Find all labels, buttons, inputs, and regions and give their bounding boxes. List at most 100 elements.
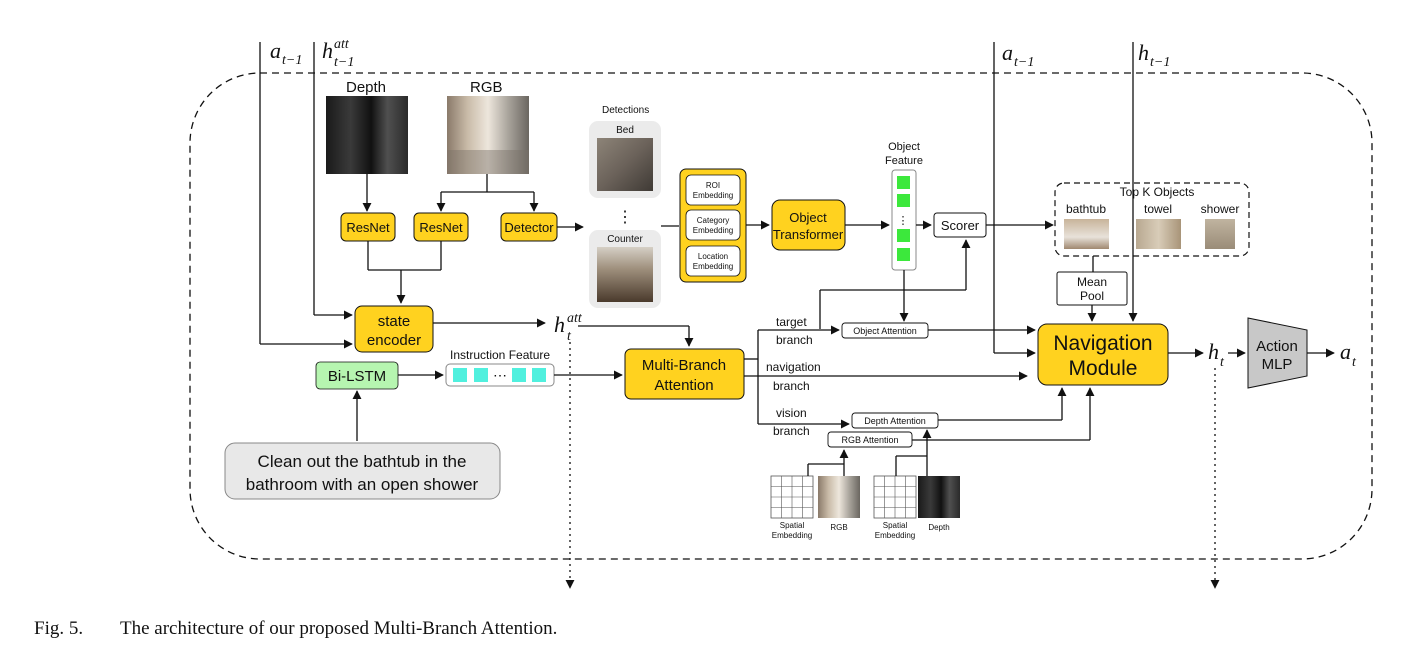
svg-text:⋯: ⋯	[493, 367, 507, 383]
svg-text:state: state	[378, 313, 411, 330]
depth-label: Depth	[346, 79, 386, 96]
svg-text:t: t	[1352, 355, 1357, 370]
svg-text:Module: Module	[1069, 357, 1138, 380]
svg-text:h: h	[322, 38, 333, 63]
svg-text:towel: towel	[1144, 202, 1172, 216]
svg-text:MLP: MLP	[1262, 356, 1293, 373]
svg-text:Embedding: Embedding	[693, 262, 733, 271]
svg-text:Clean out the bathtub in the: Clean out the bathtub in the	[258, 452, 467, 471]
svg-text:Pool: Pool	[1080, 289, 1104, 303]
svg-text:a: a	[1340, 339, 1351, 364]
svg-text:branch: branch	[776, 333, 813, 347]
svg-text:Navigation: Navigation	[1053, 332, 1152, 355]
roi-embedding	[685, 174, 741, 206]
svg-text:att: att	[334, 37, 350, 52]
svg-text:encoder: encoder	[367, 332, 421, 349]
svg-text:Bed: Bed	[616, 125, 634, 136]
category-embedding	[685, 209, 741, 241]
svg-text:Object Attention: Object Attention	[853, 326, 917, 336]
topk-towel-image	[1136, 219, 1181, 249]
svg-text:Action: Action	[1256, 338, 1298, 355]
svg-text:t−1: t−1	[1014, 55, 1034, 70]
instruction-feature-label: Instruction Feature	[450, 348, 550, 362]
svg-text:bathroom with an open shower: bathroom with an open shower	[246, 475, 479, 494]
svg-text:Embedding: Embedding	[693, 226, 733, 235]
svg-text:Category: Category	[697, 216, 729, 225]
svg-text:Embedding: Embedding	[693, 191, 733, 200]
detections-title: Detections	[602, 105, 649, 116]
navigation-module	[1037, 323, 1169, 386]
input-a-prev-right: a t−1	[1002, 40, 1034, 70]
svg-text:a: a	[270, 38, 281, 63]
svg-text:Location: Location	[698, 252, 728, 261]
h-t-output: h t	[1208, 339, 1225, 370]
spatial-embedding-rgb	[770, 475, 814, 519]
rgb-label: RGB	[470, 79, 503, 96]
svg-text:Multi-Branch: Multi-Branch	[642, 357, 726, 374]
topk-shower-image	[1205, 219, 1235, 249]
input-a-prev-left: a t−1	[270, 38, 302, 68]
svg-text:Transformer: Transformer	[773, 227, 844, 242]
svg-text:Depth Attention: Depth Attention	[864, 416, 926, 426]
input-h-att-prev: h att t−1	[322, 37, 354, 70]
svg-text:ResNet: ResNet	[346, 220, 390, 235]
svg-text:Counter: Counter	[607, 234, 643, 245]
multi-branch-attention	[624, 348, 745, 400]
spatial-embedding-depth	[873, 475, 917, 519]
svg-text:ResNet: ResNet	[419, 220, 463, 235]
svg-text:a: a	[1002, 40, 1013, 65]
h-t-att: h att t	[554, 311, 583, 344]
input-h-prev-right: h t−1	[1138, 40, 1170, 70]
svg-text:RGB Attention: RGB Attention	[841, 435, 898, 445]
svg-text:⋮: ⋮	[898, 215, 909, 227]
svg-text:Mean: Mean	[1077, 275, 1107, 289]
spatial-rgb-image	[818, 476, 860, 518]
svg-text:Attention: Attention	[654, 377, 713, 394]
rgb-image	[447, 96, 529, 174]
svg-text:Bi-LSTM: Bi-LSTM	[328, 368, 386, 385]
svg-text:Top K Objects: Top K Objects	[1120, 185, 1195, 199]
instruction-box	[224, 442, 501, 500]
figure-caption: Fig. 5. The architecture of our proposed …	[34, 618, 557, 640]
svg-text:Scorer: Scorer	[941, 218, 980, 233]
svg-text:Depth: Depth	[928, 523, 949, 532]
container-dashed	[189, 72, 1373, 560]
svg-text:Object: Object	[789, 210, 827, 225]
figure-number: Fig. 5.	[34, 618, 84, 639]
state-encoder	[354, 305, 434, 353]
svg-text:h: h	[1138, 40, 1149, 65]
depth-image	[326, 96, 408, 174]
svg-text:RGB: RGB	[830, 523, 847, 532]
svg-text:Feature: Feature	[885, 155, 923, 167]
svg-text:att: att	[567, 311, 583, 326]
svg-text:t: t	[1220, 355, 1225, 370]
svg-text:Spatial: Spatial	[883, 521, 908, 530]
svg-text:h: h	[1208, 339, 1219, 364]
object-transformer	[771, 199, 846, 251]
action-mlp	[1247, 317, 1308, 389]
svg-text:Spatial: Spatial	[780, 521, 805, 530]
spatial-depth-image	[918, 476, 960, 518]
svg-text:shower: shower	[1201, 202, 1240, 216]
a-t-output: a t	[1340, 339, 1357, 370]
object-feature-label: Object	[888, 141, 920, 153]
svg-text:Embedding: Embedding	[772, 531, 812, 540]
detections-ellipsis: ⋮	[617, 209, 633, 226]
navigation-branch-label: navigation	[766, 360, 821, 374]
svg-text:h: h	[554, 312, 565, 337]
location-embedding	[685, 245, 741, 277]
svg-text:Embedding: Embedding	[875, 531, 915, 540]
svg-text:branch: branch	[773, 379, 810, 393]
target-branch-label: target	[776, 315, 807, 329]
svg-text:t: t	[567, 329, 572, 344]
svg-text:Detector: Detector	[504, 220, 554, 235]
svg-text:t−1: t−1	[1150, 55, 1170, 70]
svg-text:t−1: t−1	[282, 53, 302, 68]
svg-text:branch: branch	[773, 424, 810, 438]
svg-text:bathtub: bathtub	[1066, 202, 1106, 216]
caption-text: The architecture of our proposed Multi-B…	[120, 618, 558, 639]
svg-text:t−1: t−1	[334, 55, 354, 70]
topk-bathtub-image	[1064, 219, 1109, 249]
vision-branch-label: vision	[776, 406, 807, 420]
